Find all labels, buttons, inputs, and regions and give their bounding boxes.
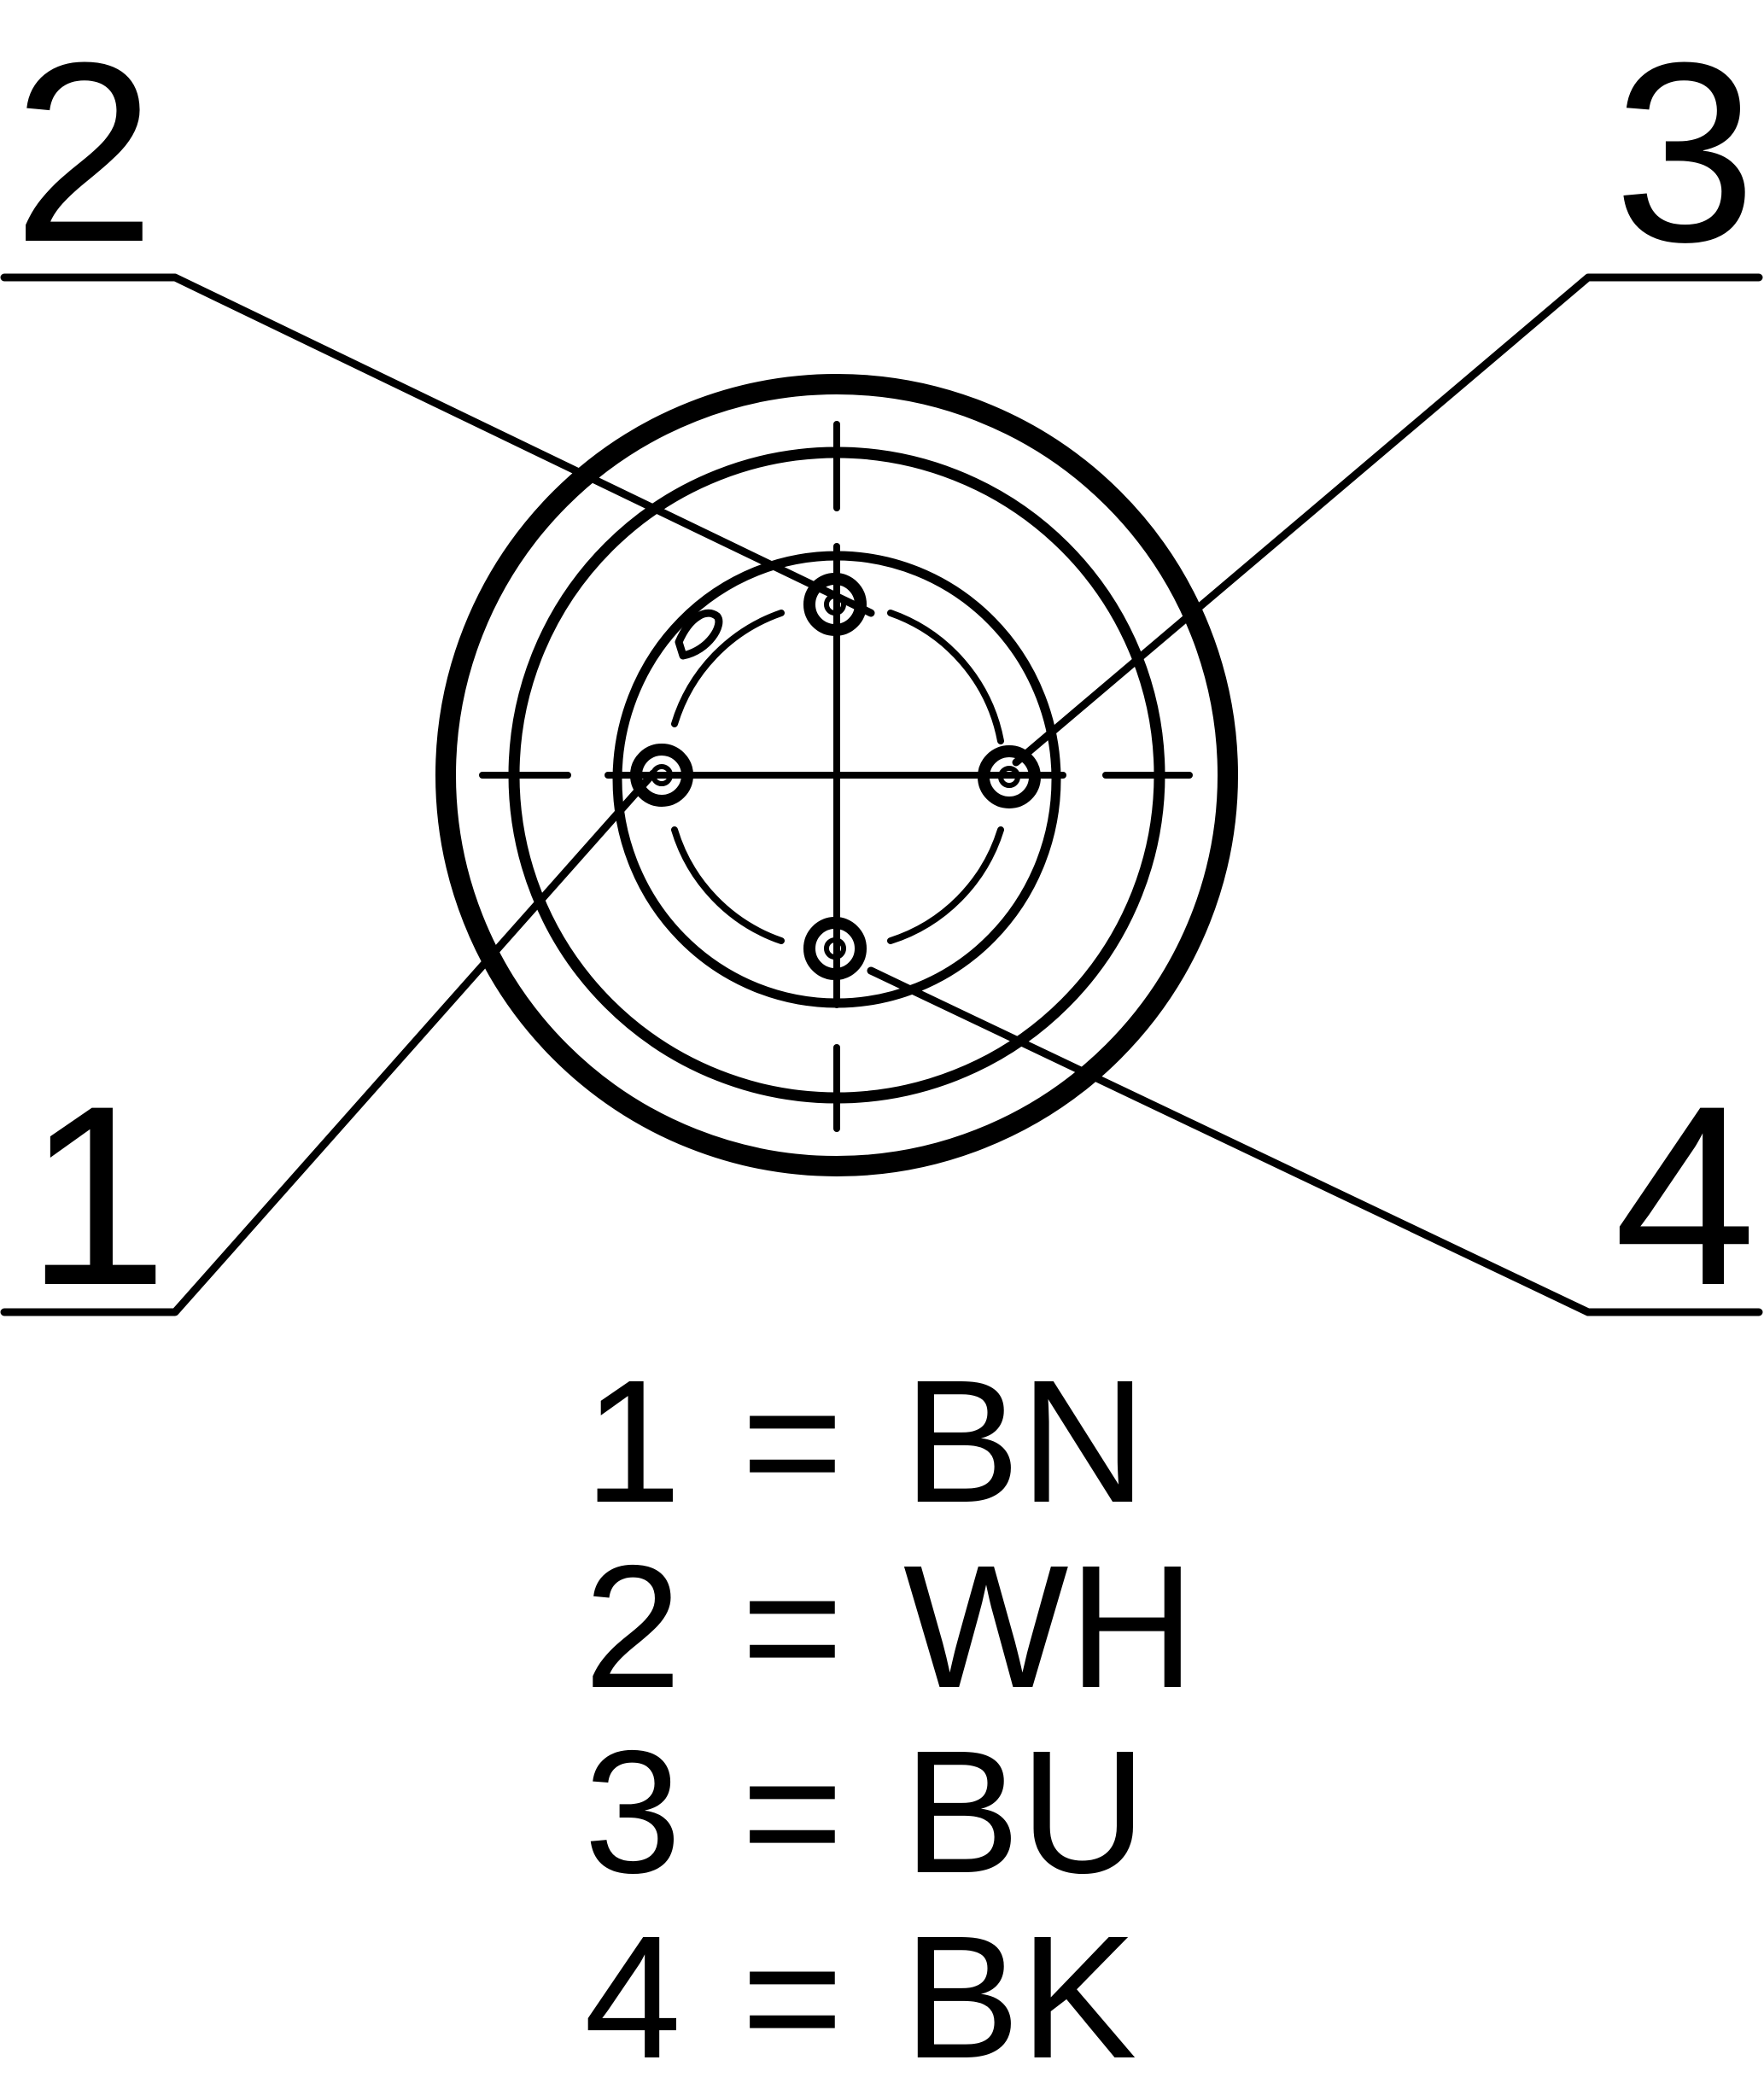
legend-pin-number: 3 bbox=[583, 1714, 681, 1910]
leader-line-4 bbox=[867, 966, 1763, 1316]
legend-color-code: BK bbox=[903, 1900, 1137, 2095]
connector-outer-ring bbox=[435, 374, 1238, 1176]
legend-row: 3 = BU bbox=[553, 1719, 1211, 1905]
contact-pin-4 bbox=[803, 917, 867, 980]
center-lines bbox=[479, 421, 1193, 1132]
pin-label-3: 3 bbox=[1614, 9, 1756, 295]
pin-label-1: 1 bbox=[26, 1052, 168, 1339]
inner-arcs bbox=[671, 610, 1004, 944]
legend-separator: = bbox=[741, 1529, 844, 1724]
leader-line-3 bbox=[1012, 273, 1763, 767]
legend-row: 1 = BN bbox=[553, 1349, 1211, 1534]
legend-pin-number: 1 bbox=[583, 1344, 681, 1539]
legend-separator: = bbox=[741, 1344, 844, 1539]
wire-color-legend: 1 = BN 2 = WH 3 = BU 4 = BK bbox=[0, 1349, 1764, 2090]
contact-pin-2 bbox=[803, 573, 867, 636]
legend-color-code: WH bbox=[903, 1529, 1195, 1724]
leader-line-2 bbox=[0, 273, 875, 617]
legend-row: 2 = WH bbox=[553, 1534, 1211, 1719]
legend-pin-number: 4 bbox=[583, 1900, 681, 2095]
legend-row: 4 = BK bbox=[553, 1905, 1211, 2090]
legend-separator: = bbox=[741, 1900, 844, 2095]
coding-key bbox=[675, 609, 723, 660]
legend-separator: = bbox=[741, 1714, 844, 1910]
legend-color-code: BN bbox=[903, 1344, 1147, 1539]
contact-pin-1 bbox=[630, 744, 693, 807]
legend-pin-number: 2 bbox=[583, 1529, 681, 1724]
pin-label-2: 2 bbox=[13, 9, 155, 295]
legend-color-code: BU bbox=[903, 1714, 1147, 1910]
pin-label-4: 4 bbox=[1614, 1052, 1756, 1339]
contact-pin-3 bbox=[978, 745, 1041, 808]
